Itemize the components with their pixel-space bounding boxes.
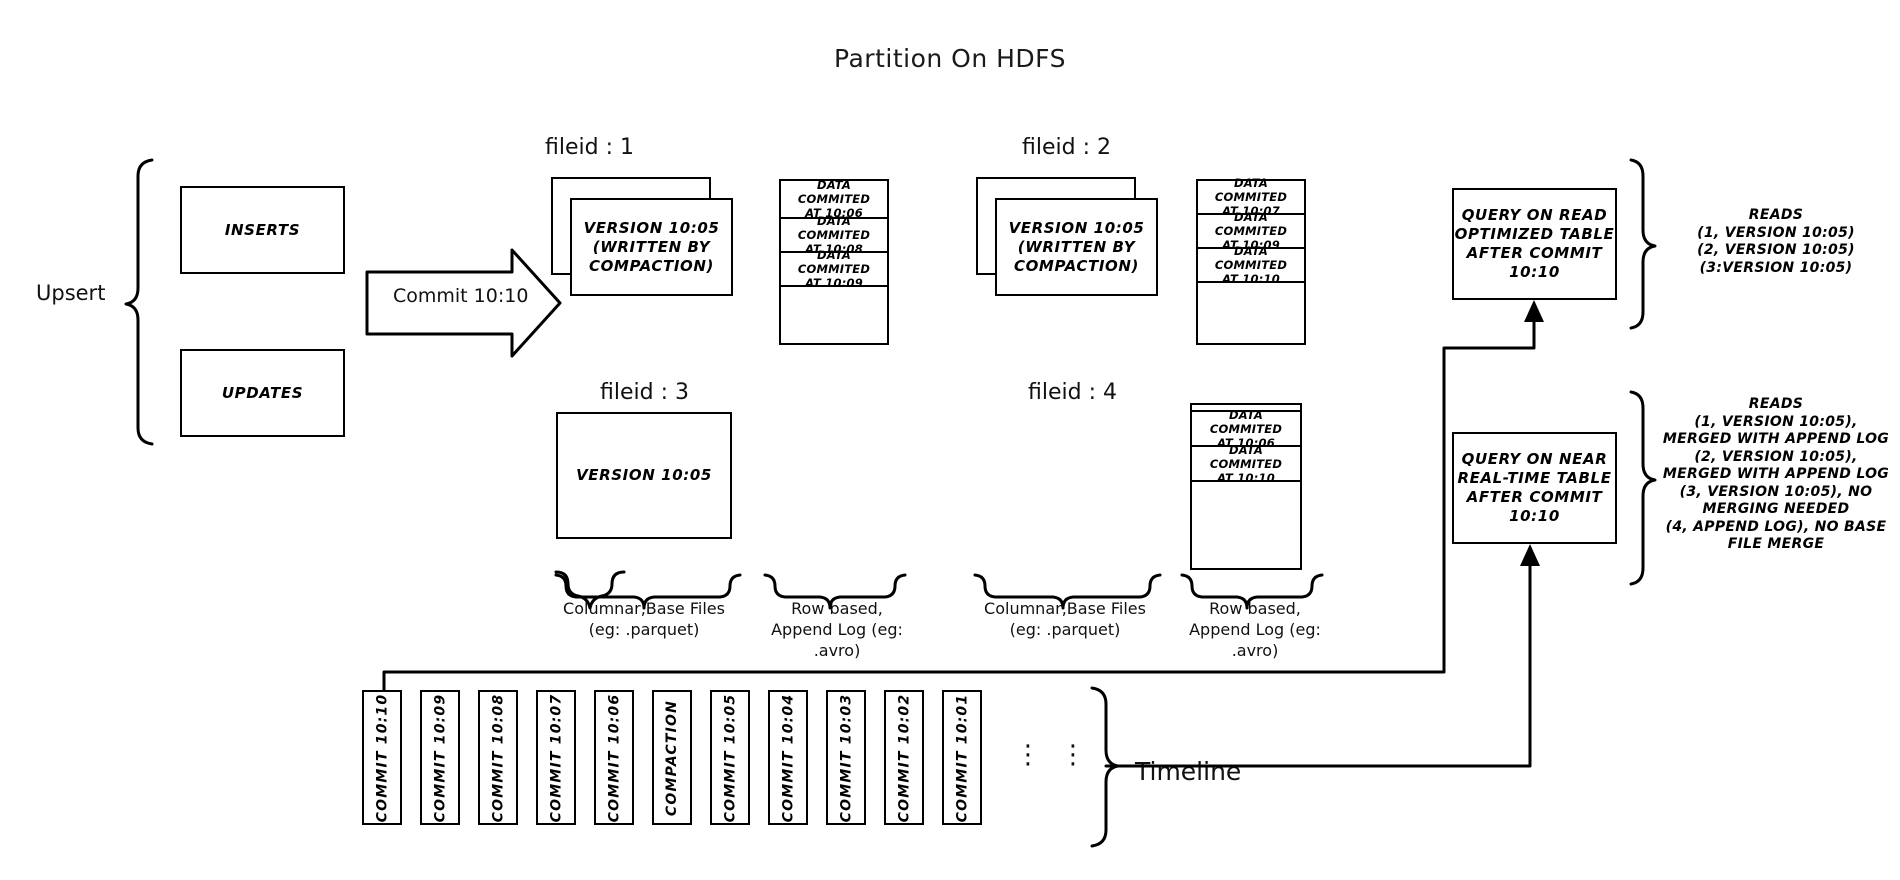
connector-timeline-to-near-real-time: [1104, 558, 1532, 768]
caption-rowlog-right: Row based,Append Log (eg:.avro): [1189, 599, 1321, 660]
timeline-commit-label: COMMIT 10:10: [374, 693, 391, 822]
updates-box: UPDATES: [180, 349, 345, 437]
upsert-label: Upsert: [36, 281, 106, 305]
timeline-commit-label: COMMIT 10:02: [896, 693, 913, 822]
timeline-commit-box[interactable]: COMMIT 10:01: [942, 690, 982, 825]
timeline-commit-row: COMMIT 10:10 COMMIT 10:09 COMMIT 10:08 COMM…: [362, 690, 1002, 825]
page-title: Partition On HDFS: [834, 44, 1066, 73]
fileid1-header: fileid : 1: [545, 135, 634, 160]
timeline-label: Timeline: [1135, 757, 1242, 786]
timeline-ellipsis-2: ⋮: [1060, 740, 1086, 770]
timeline-commit-box[interactable]: COMMIT 10:05: [710, 690, 750, 825]
timeline-commit-label: COMMIT 10:04: [780, 693, 797, 822]
log-empty-space: [1192, 482, 1300, 567]
arrowhead-near-real-time: [1520, 544, 1540, 566]
fileid2-header: fileid : 2: [1022, 135, 1111, 160]
updates-label: UPDATES: [221, 383, 304, 402]
timeline-commit-label: COMPACTION: [664, 699, 681, 816]
log-empty-space: [781, 287, 887, 342]
timeline-commit-box[interactable]: COMMIT 10:06: [594, 690, 634, 825]
timeline-commit-label: COMMIT 10:05: [722, 693, 739, 822]
brace-timeline: [1090, 686, 1120, 848]
timeline-commit-label: COMMIT 10:03: [838, 693, 855, 822]
fileid3-base-box-label: VERSION 10:05: [576, 466, 712, 484]
inserts-label: INSERTS: [224, 220, 301, 239]
timeline-commit-box[interactable]: COMMIT 10:04: [768, 690, 808, 825]
fileid3-header: fileid : 3: [600, 380, 689, 405]
timeline-commit-box[interactable]: COMMIT 10:09: [420, 690, 460, 825]
arrowhead-read-optimized: [1524, 300, 1544, 322]
timeline-commit-label: COMMIT 10:08: [490, 693, 507, 822]
timeline-commit-box[interactable]: COMMIT 10:07: [536, 690, 576, 825]
timeline-commit-label: COMMIT 10:01: [954, 693, 971, 822]
caption-columnar-right: Columnar,Base Files(eg: .parquet): [984, 599, 1146, 639]
timeline-commit-box[interactable]: COMPACTION: [652, 690, 692, 825]
timeline-commit-label: COMMIT 10:07: [548, 693, 565, 822]
commit-arrow-label: Commit 10:10: [393, 285, 529, 307]
upsert-brace: [124, 158, 154, 446]
reads-read-optimized-text: READS(1, VERSION 10:05)(2, VERSION 10:05…: [1697, 207, 1855, 276]
timeline-ellipsis-1: ⋮: [1015, 740, 1041, 770]
caption-rowlog-left: Row based,Append Log (eg:.avro): [771, 599, 903, 660]
log-empty-space: [1198, 283, 1304, 342]
timeline-commit-label: COMMIT 10:09: [432, 693, 449, 822]
inserts-box: INSERTS: [180, 186, 345, 274]
timeline-commit-label: COMMIT 10:06: [606, 693, 623, 822]
timeline-commit-box[interactable]: COMMIT 10:10: [362, 690, 402, 825]
timeline-commit-box[interactable]: COMMIT 10:02: [884, 690, 924, 825]
caption-columnar-left: Columnar,Base Files(eg: .parquet): [563, 599, 725, 639]
timeline-commit-box[interactable]: COMMIT 10:03: [826, 690, 866, 825]
fileid4-header: fileid : 4: [1028, 380, 1117, 405]
reads-near-real-time-text: READS(1, VERSION 10:05),MERGED WITH APPE…: [1662, 396, 1890, 552]
timeline-commit-box[interactable]: COMMIT 10:08: [478, 690, 518, 825]
fileid3-base-box: VERSION 10:05: [556, 412, 732, 539]
